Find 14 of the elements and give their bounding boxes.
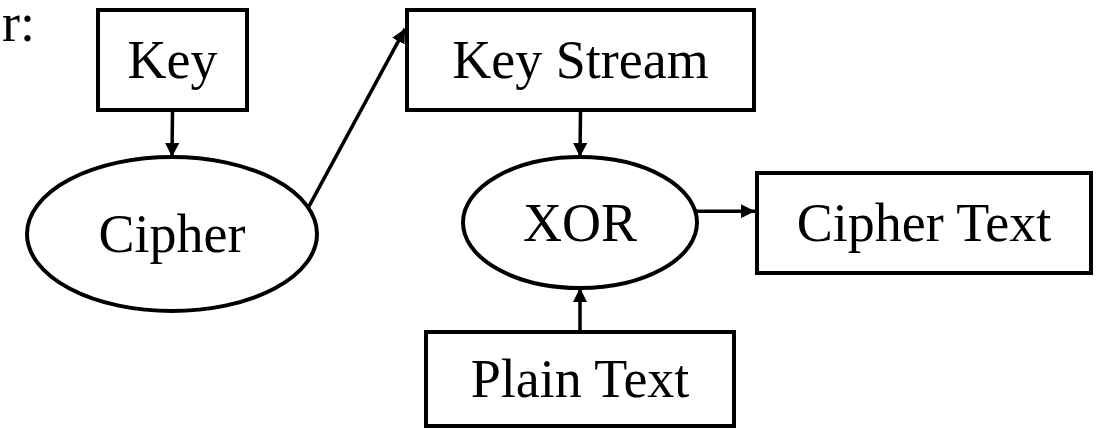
process-box <box>405 8 756 112</box>
arrow <box>573 288 587 330</box>
arrow <box>165 112 180 157</box>
process-box <box>96 8 249 112</box>
arrow <box>695 204 755 219</box>
cut-off-text: r: <box>2 0 35 50</box>
arrow <box>306 27 407 209</box>
process-box <box>424 330 736 428</box>
node-label: Plain Text <box>470 352 690 406</box>
arrow <box>573 112 588 157</box>
process-box <box>755 171 1093 275</box>
node-label: XOR <box>523 195 637 250</box>
process-ellipse <box>25 155 319 313</box>
process-ellipse <box>461 155 699 290</box>
